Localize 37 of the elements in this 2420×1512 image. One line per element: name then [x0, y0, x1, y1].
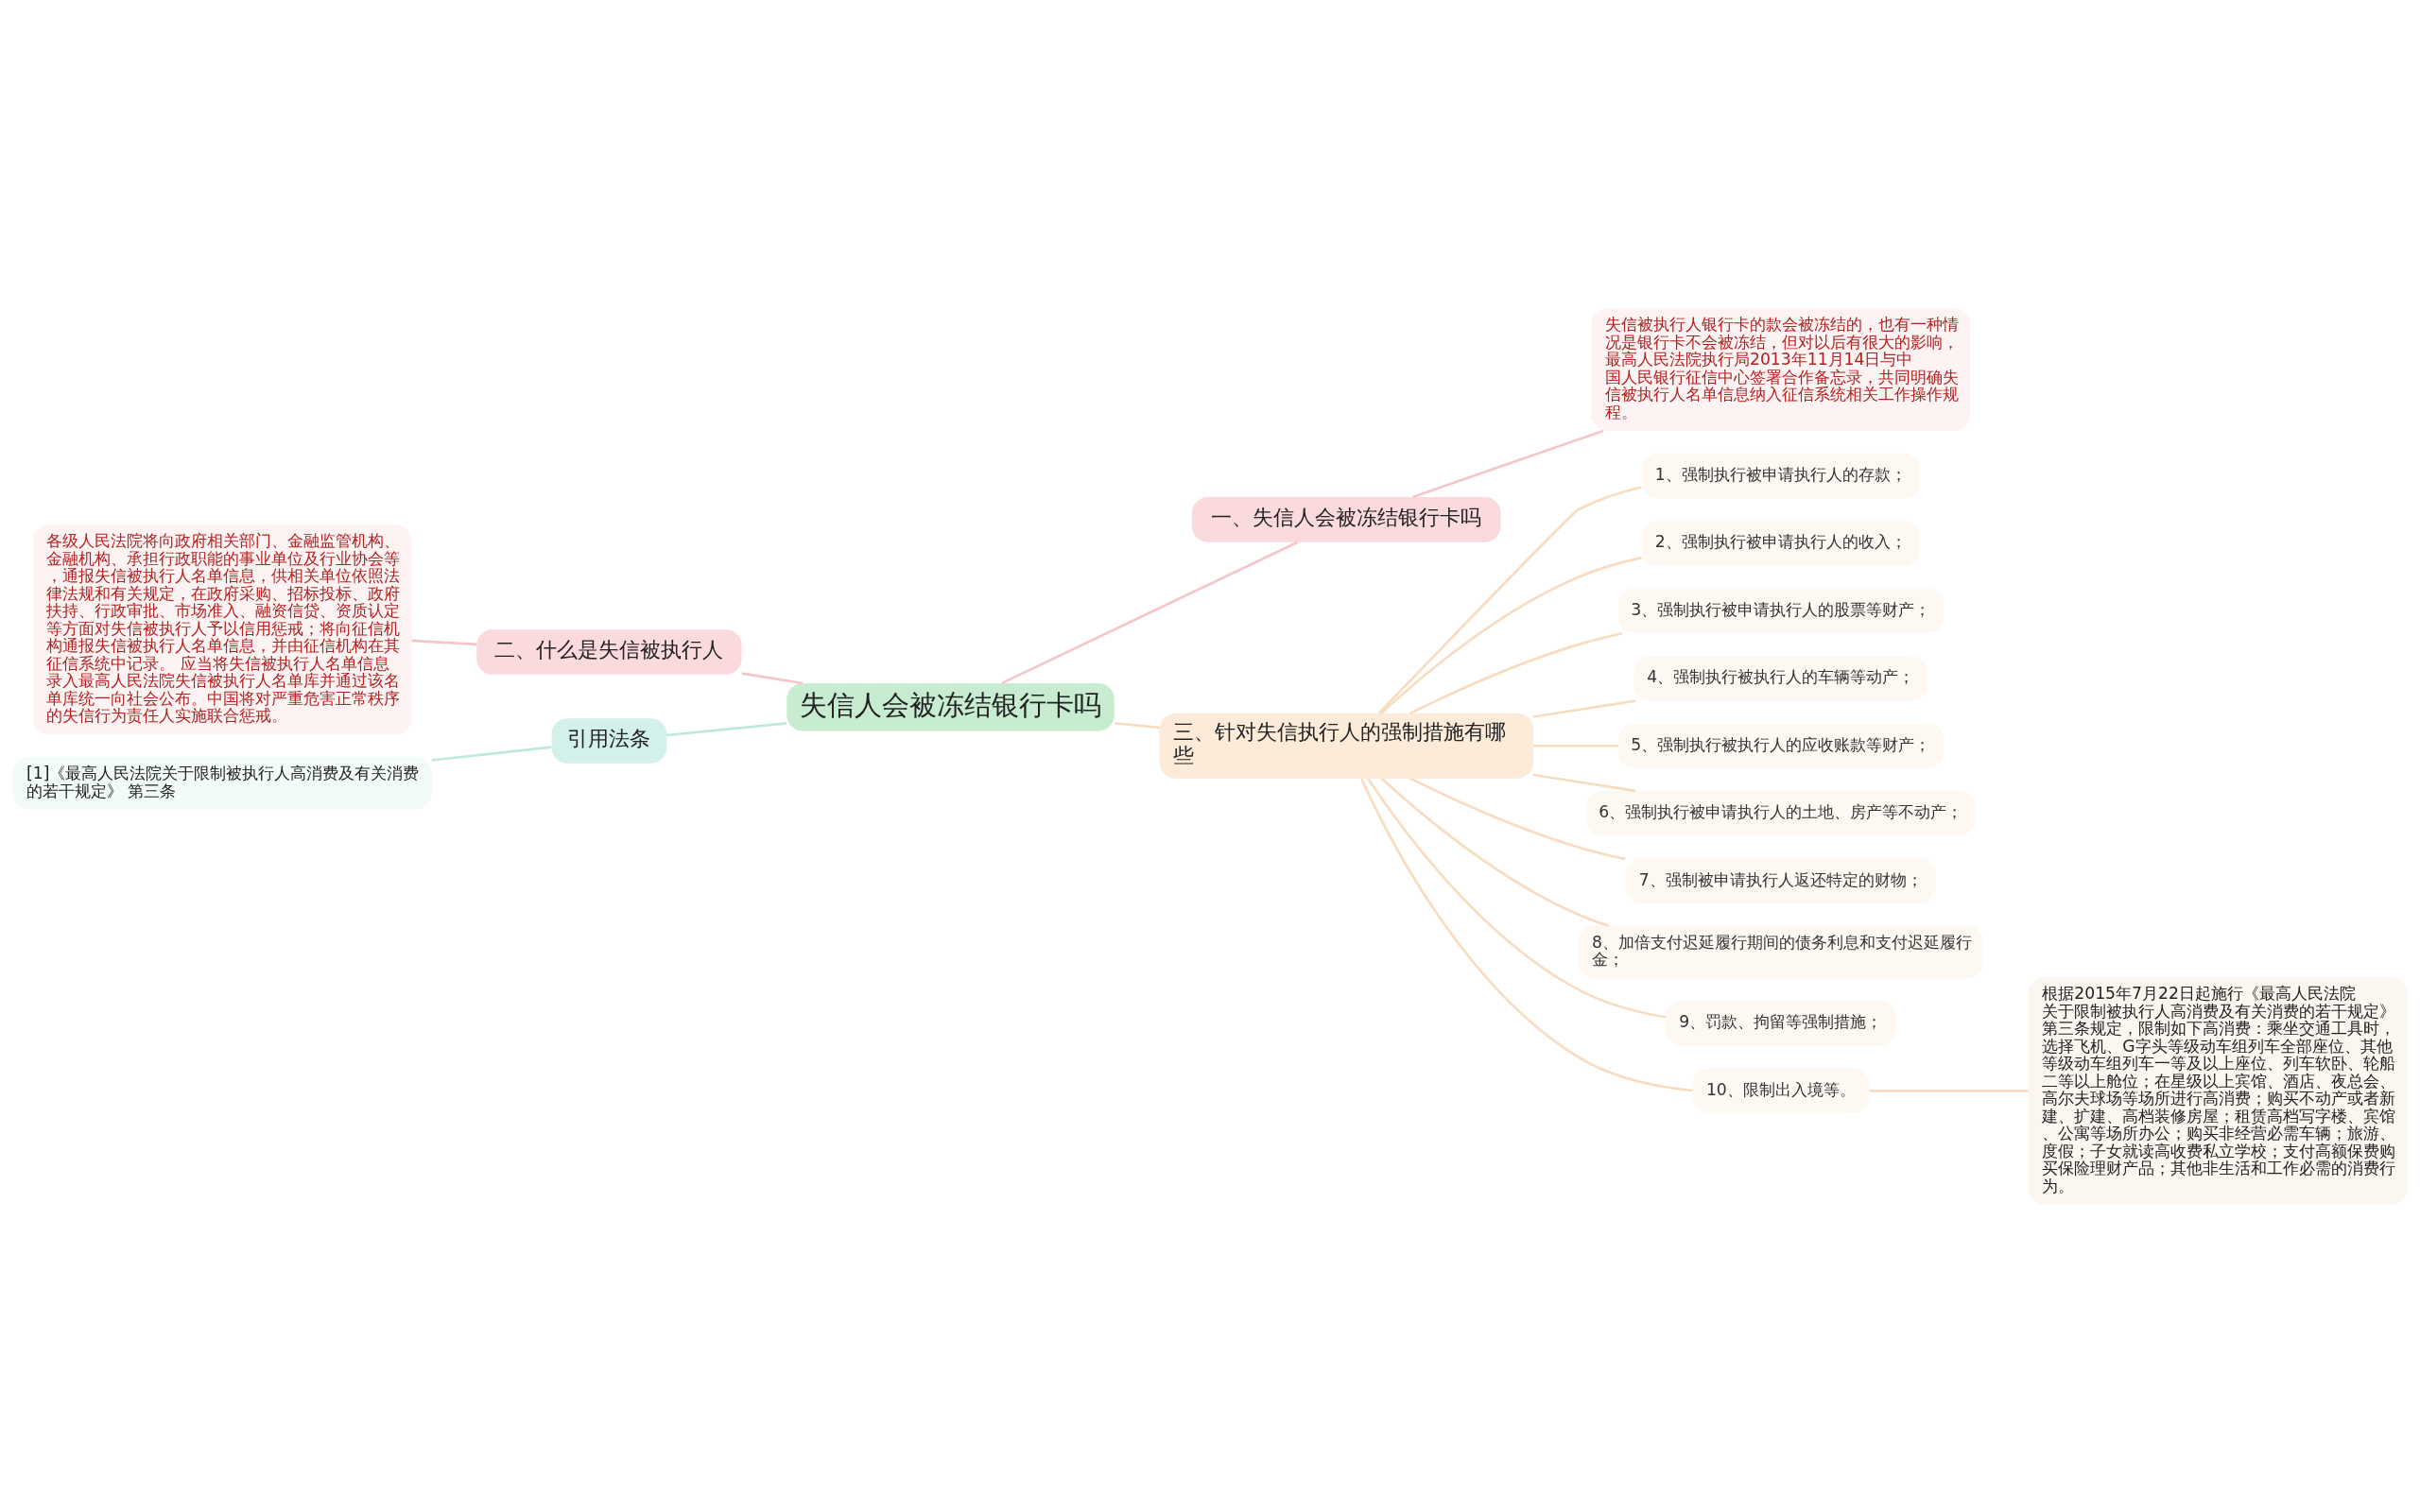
connector [1380, 777, 1609, 927]
node-box: 二、什么是失信被执行人 [476, 628, 742, 675]
node-box: 4、强制执行被执行人的车辆等动产； [1634, 655, 1928, 701]
connector [1409, 776, 1626, 860]
connector [1367, 777, 1667, 1019]
connector [1409, 631, 1623, 714]
node-box: 5、强制执行被执行人的应收账款等财产； [1617, 722, 1944, 768]
connector [1412, 429, 1604, 498]
connector [1532, 698, 1636, 718]
node-box: 6、强制执行被申请执行人的土地、房产等不动产； [1586, 790, 1976, 835]
node-box: 引用法条 [551, 717, 667, 764]
connector [431, 745, 552, 762]
node-box: 7、强制被申请执行人返还特定的财物； [1625, 857, 1936, 903]
connector [1360, 778, 1693, 1091]
node-box: [1]《最高人民法院关于限制被执行人高消费及有关消费的若干规定》 第三条 [12, 756, 432, 810]
connector [1532, 744, 1618, 747]
node-box: 9、罚款、拘留等强制措施； [1666, 1000, 1896, 1046]
connector [1380, 556, 1643, 714]
connector [741, 671, 804, 684]
connector [411, 639, 477, 645]
node-box: 各级人民法院将向政府相关部门、金融监管机构、金融机构、承担行政职能的事业单位及行业协会等，通报失信被执行人名单信息，供相关单位依照法律法规和有关规定，在政府采购、招标投标、政府扶持、行政审批、市场准入、融资信贷、资质认定等方面对失信被执行人予以信用惩戒；将向征信机构通报失信被执行人名单信息，并由征信机构在其征信系统中记录。 应当将失信被执行人名单信息录入最高人民法院失信被执行人名单库并通过该名单库统一向社会公布。中国将对严重危害正常秩序的失信行为责任人实施联合惩戒。 [32, 524, 412, 734]
node-box: 3、强制执行被申请执行人的股票等财产； [1617, 588, 1944, 633]
node-box: 失信人会被冻结银行卡吗 [786, 682, 1115, 730]
node-box: 失信被执行人银行卡的款会被冻结的，也有一种情况是银行卡不会被冻结，但对以后有很大的影响，最高人民法院执行局2013年11月14日与中国人民银行征信中心签署合作备忘录，共同明确失信被执行人名单信息纳入征信系统相关工作操作规程。 [1591, 307, 1971, 431]
connector [1532, 773, 1636, 792]
connector [1377, 485, 1642, 713]
node-box: 1、强制执行被申请执行人的存款； [1642, 453, 1920, 498]
node-box: 2、强制执行被申请执行人的收入； [1642, 520, 1920, 566]
node-box: 根据2015年7月22日起施行《最高人民法院关于限制被执行人高消费及有关消费的若干规定》第三条规定，限制如下高消费：乘坐交通工具时，选择飞机、G字头等级动车组列车全部座位、其他等级动车组列车一等及以上座位、列车软卧、轮船二等以上舱位；在星级以上宾馆、酒店、夜总会、高尔夫球场等场所进行高消费；购买不动产或者新建、扩建、高档装修房屋；租赁高档写字楼、宾馆、公寓等场所办公；购买非经营必需车辆；旅游、度假；子女就读高收费私立学校；支付高额保费购买保险理财产品；其他非生活和工作必需的消费行为。 [2028, 976, 2408, 1205]
node-box: 一、失信人会被冻结银行卡吗 [1191, 496, 1501, 542]
node-box: 10、限制出入境等。 [1692, 1068, 1870, 1113]
connector [1869, 1089, 2029, 1092]
node-box: 三、针对失信执行人的强制措施有哪些 [1159, 713, 1533, 779]
connector [1114, 721, 1160, 729]
connector [666, 721, 787, 736]
connector [1001, 541, 1299, 684]
node-box: 8、加倍支付迟延履行期间的债务利息和支付迟延履行金； [1578, 925, 1984, 978]
